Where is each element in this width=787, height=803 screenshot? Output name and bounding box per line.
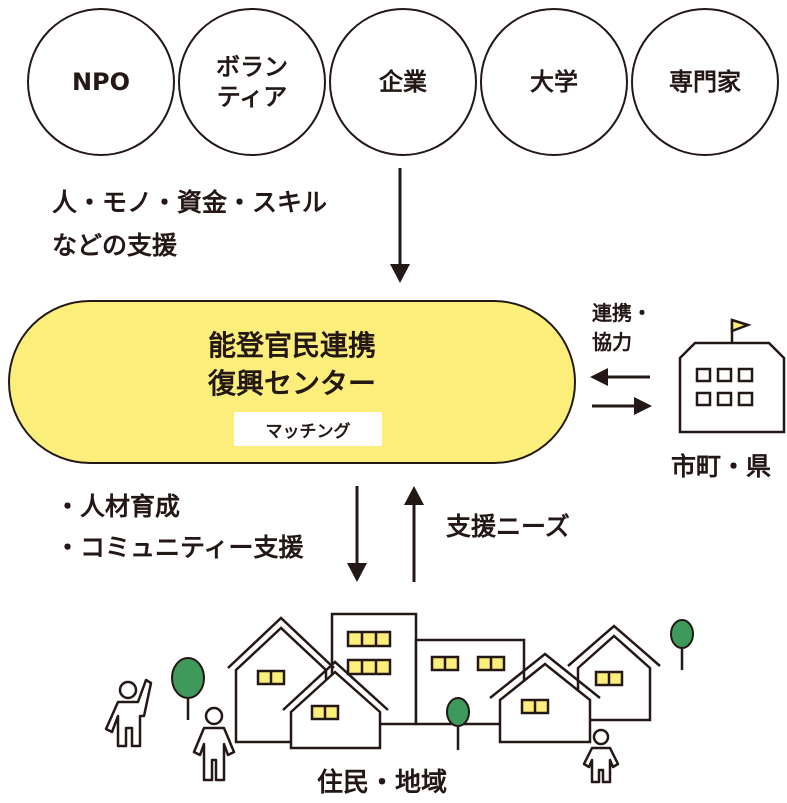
tree-icon xyxy=(171,657,205,720)
circle-volunteer: ボラン ティア xyxy=(178,8,326,156)
recovery-center: 能登官民連携 復興センター マッチング xyxy=(8,300,576,464)
center-title-line1: 能登官民連携 xyxy=(207,329,376,362)
support-text-line2: などの支援 xyxy=(52,231,178,260)
support-text-line1: 人・モノ・資金・スキル xyxy=(52,188,328,217)
government-building-icon xyxy=(678,318,786,434)
tree-icon xyxy=(446,697,470,750)
circle-label: NPO xyxy=(71,68,131,96)
child-icon xyxy=(582,728,620,784)
circle-npo: NPO xyxy=(27,8,175,156)
matching-badge: マッチング xyxy=(234,412,382,446)
arrow-to-government xyxy=(592,397,652,415)
arrow-center-down xyxy=(347,486,367,582)
tree-icon xyxy=(670,619,694,670)
circle-label: 企業 xyxy=(379,68,427,96)
circle-label: 専門家 xyxy=(669,68,741,96)
person-icon xyxy=(192,706,236,782)
center-title-line2: 復興センター xyxy=(207,367,376,400)
relation-text-line1: 連携・ xyxy=(592,301,652,325)
person-waving-icon xyxy=(104,678,153,748)
circle-university: 大学 xyxy=(480,8,628,156)
town-illustration xyxy=(227,612,661,750)
arrow-residents-up xyxy=(404,486,424,582)
arrow-support-down xyxy=(390,168,410,283)
circle-label: ボラン ティア xyxy=(216,53,288,111)
arrow-from-government xyxy=(590,368,650,386)
relation-text-line2: 協力 xyxy=(592,330,632,354)
down-text-line2: ・コミュニティー支援 xyxy=(55,533,304,562)
circle-label: 大学 xyxy=(530,68,578,96)
residents-label: 住民・地域 xyxy=(317,768,448,798)
circle-company: 企業 xyxy=(329,8,477,156)
up-text: 支援ニーズ xyxy=(446,512,570,541)
government-label: 市町・県 xyxy=(671,452,772,481)
down-text-line1: ・人材育成 xyxy=(55,492,181,521)
circle-expert: 専門家 xyxy=(631,8,779,156)
